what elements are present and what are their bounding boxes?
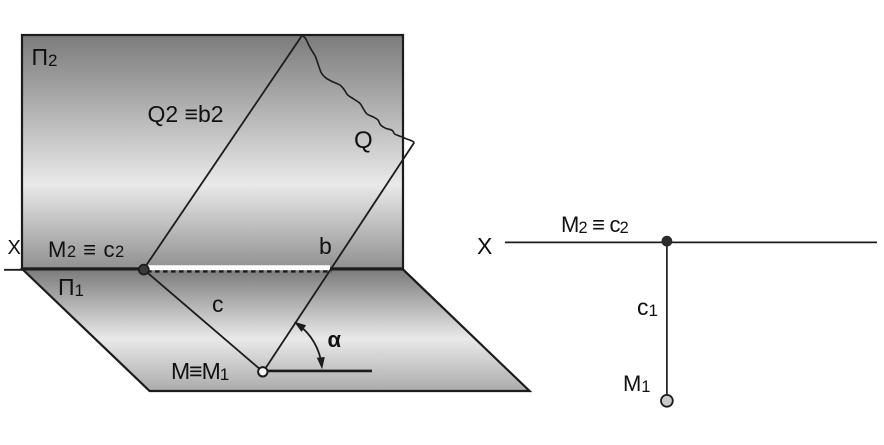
point-m2-dot bbox=[138, 263, 150, 276]
epure-point-m2-dot bbox=[661, 235, 673, 247]
label-trace-q2b2: Q2 ≡b2 bbox=[147, 101, 224, 127]
label-m2c2-left: M2 ≡ c2 bbox=[48, 236, 125, 262]
label-plane-q: Q bbox=[354, 126, 373, 154]
label-plane-pi2: П2 bbox=[31, 44, 58, 71]
angle-arrowhead-lower bbox=[316, 357, 325, 370]
label-plane-pi1: П1 bbox=[58, 273, 84, 300]
line-q2b2 bbox=[142, 34, 303, 270]
label-point-m1: M1 bbox=[623, 370, 651, 396]
label-line-c1: c1 bbox=[637, 293, 658, 320]
epure-point-m1-dot bbox=[660, 393, 674, 408]
plane-q-wavy-edge bbox=[301, 34, 415, 144]
angle-arrowhead-upper bbox=[294, 321, 307, 332]
label-angle-alpha: α bbox=[327, 326, 342, 352]
label-line-c: c bbox=[212, 290, 224, 317]
label-point-m: M≡M1 bbox=[171, 358, 229, 385]
line-c bbox=[143, 268, 264, 373]
plane-pi1-face bbox=[19, 268, 533, 393]
line-b bbox=[262, 141, 416, 373]
point-m1-dot bbox=[257, 366, 269, 378]
plane-pi2-face bbox=[20, 33, 405, 270]
label-x-axis-left: X bbox=[7, 236, 21, 259]
label-m2c2-right: M2 ≡ c2 bbox=[561, 211, 629, 237]
label-x-axis-right: X bbox=[477, 232, 493, 259]
label-line-b: b bbox=[319, 233, 332, 260]
